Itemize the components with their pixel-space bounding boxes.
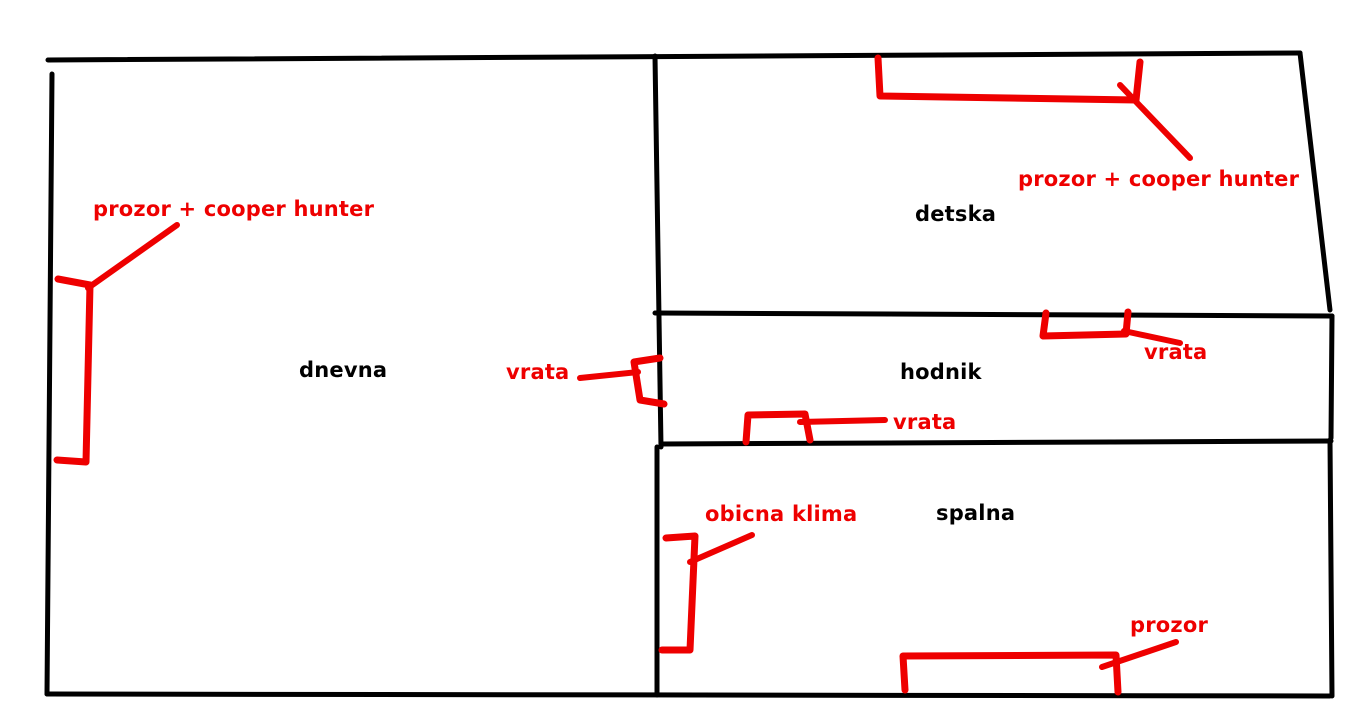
wall-hodnik-bottom bbox=[658, 438, 1334, 447]
leader-line-air-conditioner-spalna bbox=[687, 532, 755, 565]
room-label-spalna: spalna bbox=[936, 501, 1016, 525]
wall-group bbox=[44, 50, 1335, 699]
wall-hodnik-top bbox=[652, 310, 1335, 319]
annotation-label-door-hodnik-detska: vrata bbox=[1144, 340, 1208, 364]
annotation-label-door-dnevna-hodnik: vrata bbox=[506, 360, 570, 384]
leader-line-window-left-dnevna bbox=[85, 222, 180, 291]
window-marker-bottom-spalna bbox=[899, 651, 1122, 696]
wall-right-lower bbox=[1327, 437, 1335, 699]
air-conditioner-marker-spalna bbox=[658, 532, 699, 654]
window-marker-top-detska bbox=[874, 54, 1144, 104]
door-marker-hodnik-spalna bbox=[742, 410, 814, 446]
annotation-label-door-hodnik-spalna: vrata bbox=[893, 410, 957, 434]
leader-line-door-hodnik-detska bbox=[1121, 328, 1183, 346]
room-label-detska: detska bbox=[915, 202, 997, 226]
window-marker-left-dnevna bbox=[53, 275, 94, 466]
annotation-label-window-bottom-spalna: prozor bbox=[1130, 613, 1209, 637]
wall-right-upper-slant bbox=[1297, 50, 1333, 313]
wall-partition-dnevna-detska bbox=[652, 53, 662, 321]
wall-partition-dnevna-hodnik bbox=[656, 315, 664, 450]
leader-line-door-hodnik-spalna bbox=[797, 417, 888, 425]
annotation-label-window-top-detska: prozor + cooper hunter bbox=[1018, 167, 1300, 191]
door-marker-hodnik-detska bbox=[1039, 308, 1132, 340]
room-label-dnevna: dnevna bbox=[299, 358, 388, 382]
wall-right-hodnik bbox=[1328, 313, 1335, 441]
annotation-marks-group bbox=[53, 54, 1193, 696]
room-label-hodnik: hodnik bbox=[900, 360, 982, 384]
annotation-label-window-left-dnevna: prozor + cooper hunter bbox=[93, 197, 375, 221]
leader-line-window-bottom-spalna bbox=[1099, 639, 1179, 670]
wall-outer-top bbox=[45, 50, 1303, 63]
leader-line-door-dnevna-hodnik bbox=[577, 369, 641, 381]
wall-outer-bottom bbox=[44, 691, 1333, 699]
door-marker-dnevna-hodnik bbox=[630, 354, 668, 408]
leader-line-window-top-detska bbox=[1117, 82, 1193, 161]
annotation-label-air-conditioner-spalna: obicna klima bbox=[705, 502, 858, 526]
wall-outer-left bbox=[44, 71, 55, 697]
